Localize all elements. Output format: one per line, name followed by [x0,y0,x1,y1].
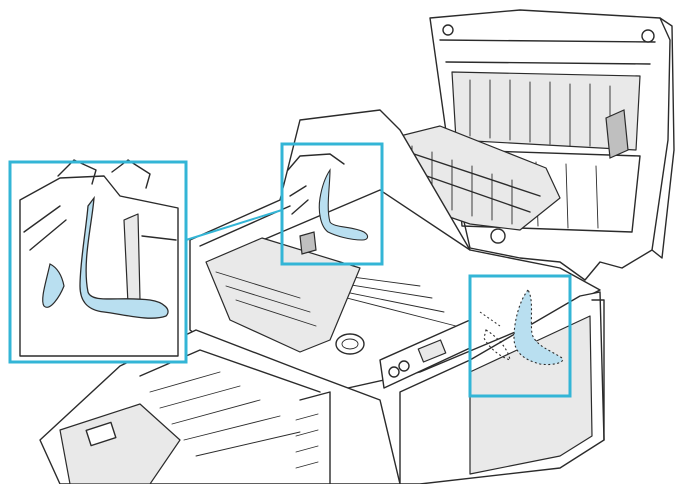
printer-illustration [39,9,675,484]
front-tray [39,329,401,484]
zoom-callout-left [8,159,188,364]
paper-guide-lever-dotted [513,289,564,366]
printer-chassis [189,109,601,393]
paper-guide-lever-foot [42,263,65,308]
callout-leader-line [185,209,283,241]
paper-guide-lever-small [318,168,369,241]
zoom-callout-center [280,142,384,266]
paper-guide-lever-zoom [79,195,169,319]
zoom-callout-right [468,274,572,398]
